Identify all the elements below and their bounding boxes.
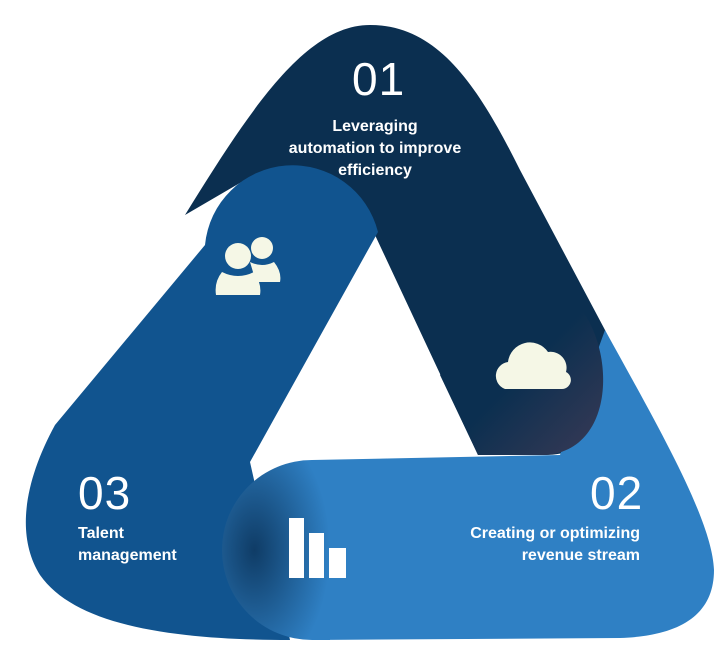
cloud-icon — [495, 342, 571, 389]
step-01-label-line: automation to improve — [288, 140, 462, 157]
step-01-number: 01 — [352, 53, 406, 105]
step-03-label-line: Talent — [78, 525, 124, 542]
band-02-cap — [222, 460, 330, 640]
step-02-label-line: revenue stream — [521, 547, 640, 564]
step-01-label: Leveraging automation to improve efficie… — [270, 116, 480, 182]
step-03-number: 03 — [78, 467, 132, 519]
users-icon — [215, 237, 281, 295]
bar-chart-icon — [289, 518, 346, 578]
step-01-label-line: Leveraging — [332, 118, 418, 135]
step-02-number: 02 — [590, 467, 644, 519]
step-02-label: Creating or optimizing revenue stream — [440, 523, 640, 567]
step-03-label-line: management — [78, 547, 177, 564]
step-01-label-line: efficiency — [338, 162, 412, 179]
step-02-label-line: Creating or optimizing — [470, 525, 640, 542]
step-03-label: Talent management — [78, 523, 238, 567]
band-02-light — [312, 330, 714, 640]
band-03-medium — [25, 165, 378, 640]
